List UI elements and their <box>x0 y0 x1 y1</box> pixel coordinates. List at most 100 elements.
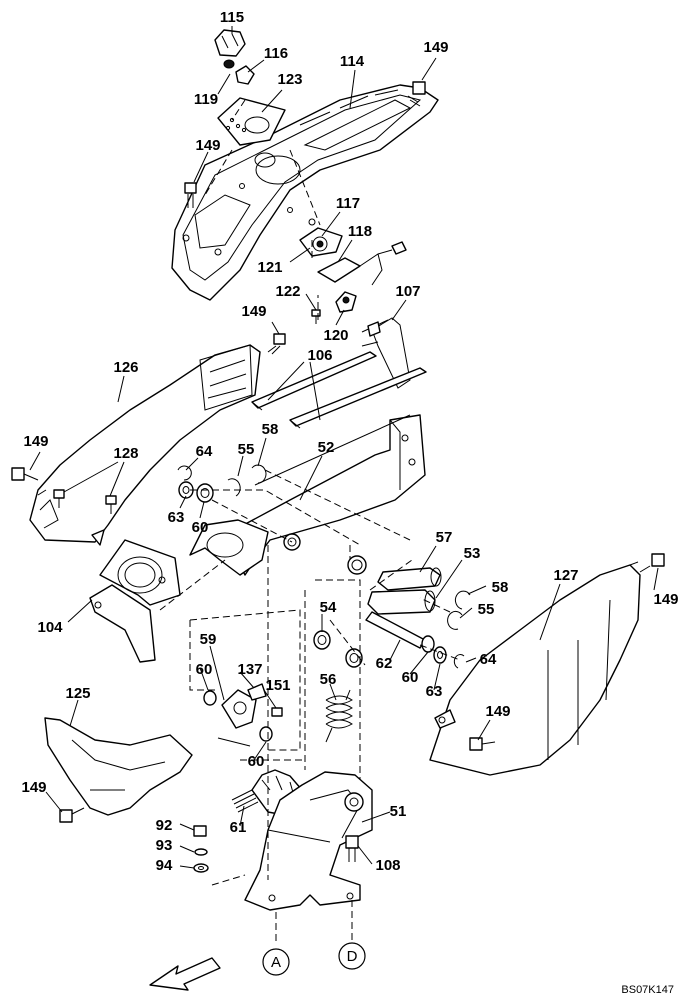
label-115: 115 <box>220 9 244 26</box>
label-94: 94 <box>156 857 173 874</box>
switch-117 <box>299 218 343 257</box>
bracket-52 <box>189 414 426 576</box>
label-54: 54 <box>320 599 337 616</box>
bolt-108 <box>345 835 359 862</box>
label-149-mid: 149 <box>241 303 266 320</box>
label-149-console: 149 <box>195 137 220 154</box>
label-64-left: 64 <box>196 443 213 460</box>
bushing-60-left <box>196 483 214 503</box>
label-106: 106 <box>307 347 332 364</box>
item-numbers: 115 116 119 123 114 149 149 117 118 121 … <box>21 9 678 874</box>
label-122: 122 <box>275 283 300 300</box>
label-104: 104 <box>37 619 63 636</box>
bolt-149-top <box>407 81 426 107</box>
cap-116 <box>235 65 255 85</box>
label-63-right: 63 <box>426 683 443 700</box>
label-58-right: 58 <box>492 579 509 596</box>
label-125: 125 <box>65 685 90 702</box>
label-114: 114 <box>340 53 365 70</box>
shaft-62 <box>365 611 426 649</box>
label-126: 126 <box>113 359 138 376</box>
label-123: 123 <box>277 71 302 88</box>
pin-57 <box>377 567 442 591</box>
label-60-low: 60 <box>248 753 265 770</box>
bushing-60-b <box>203 690 217 706</box>
label-137: 137 <box>237 661 262 678</box>
front-arrow-icon <box>149 957 221 991</box>
clip-64-left <box>177 465 192 481</box>
label-56: 56 <box>320 671 337 688</box>
label-60-right: 60 <box>402 669 419 686</box>
bolt-149-mid <box>267 333 286 355</box>
label-55-left: 55 <box>238 441 255 458</box>
bolt-149-right-top <box>639 553 665 573</box>
bolt-149-cover <box>11 467 39 481</box>
bolt-92 <box>193 825 207 837</box>
label-151: 151 <box>265 677 290 694</box>
marker-d: D <box>338 942 366 970</box>
bushing-60-c <box>259 726 273 742</box>
bolt-149-left <box>184 182 197 208</box>
leader-lines <box>29 26 659 869</box>
label-149-top: 149 <box>423 39 448 56</box>
marker-d-label: D <box>347 948 358 965</box>
knob-115 <box>214 29 246 69</box>
label-92: 92 <box>156 817 173 834</box>
lower-cover-125 <box>44 717 193 816</box>
label-118: 118 <box>348 223 372 240</box>
label-116: 116 <box>264 45 288 62</box>
bolt-149-right-low <box>469 737 496 751</box>
screws-128 <box>53 489 117 514</box>
bushings-54 <box>313 630 363 668</box>
label-63-left: 63 <box>168 509 185 526</box>
label-117: 117 <box>336 195 360 212</box>
console-cover-114 <box>171 84 439 301</box>
label-128: 128 <box>113 445 138 462</box>
holder-104 <box>89 539 181 663</box>
clip-137 <box>247 683 267 701</box>
washer-94 <box>193 863 209 873</box>
label-93: 93 <box>156 837 173 854</box>
label-149-left: 149 <box>23 433 48 450</box>
washer-93 <box>194 848 208 856</box>
label-62: 62 <box>376 655 393 672</box>
label-60-left: 60 <box>192 519 209 536</box>
lever-59 <box>217 689 257 747</box>
label-59: 59 <box>200 631 217 648</box>
drawing-code: BS07K147 <box>621 984 674 996</box>
label-51: 51 <box>390 803 407 820</box>
label-107: 107 <box>395 283 420 300</box>
label-52: 52 <box>318 439 335 456</box>
side-cover-127 <box>429 561 641 776</box>
rods-106 <box>251 351 427 429</box>
label-149-right-low: 149 <box>485 703 510 720</box>
label-108: 108 <box>375 857 400 874</box>
ring-55-left <box>227 478 241 497</box>
label-127: 127 <box>553 567 578 584</box>
spring-56 <box>325 689 353 743</box>
label-149-right: 149 <box>653 591 678 608</box>
label-57: 57 <box>436 529 453 546</box>
label-121: 121 <box>257 259 282 276</box>
bolt-149-bottom <box>59 807 85 823</box>
plate-123 <box>217 97 286 146</box>
label-60-mid: 60 <box>196 661 213 678</box>
label-61: 61 <box>230 819 247 836</box>
side-cover-126 <box>29 344 261 546</box>
spring-61 <box>231 789 259 813</box>
switch-120 <box>335 291 357 313</box>
screw-122 <box>311 309 321 324</box>
clip-64-right <box>453 654 465 669</box>
marker-a-label: A <box>271 954 281 971</box>
label-53: 53 <box>464 545 481 562</box>
ring-58-left <box>251 464 267 484</box>
label-119: 119 <box>194 91 218 108</box>
bracket-118 <box>317 241 407 286</box>
label-55-right: 55 <box>478 601 495 618</box>
marker-a: A <box>262 948 290 976</box>
harness-107 <box>361 317 411 389</box>
ring-55-right <box>447 610 463 630</box>
label-64-right: 64 <box>480 651 497 668</box>
washer-63-right <box>433 646 447 664</box>
